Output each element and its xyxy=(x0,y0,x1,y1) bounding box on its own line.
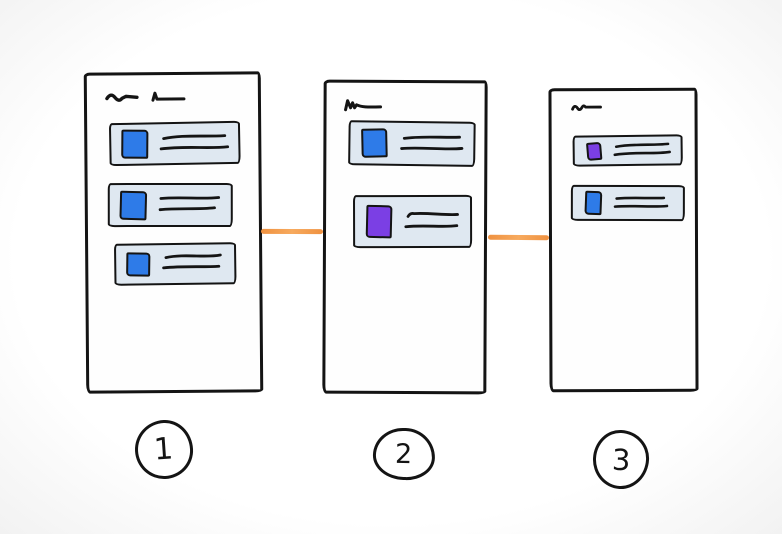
text-lines-scribble xyxy=(158,128,231,157)
step-number: 1 xyxy=(153,431,175,468)
thumbnail-square xyxy=(365,204,393,239)
thumbnail-square xyxy=(119,190,148,220)
text-lines-scribble xyxy=(612,139,673,162)
step-number: 3 xyxy=(611,442,631,477)
scribble-heading-icon xyxy=(151,91,186,102)
step-circle-1: 1 xyxy=(133,418,195,481)
list-item-card xyxy=(572,134,683,167)
step-circle-3: 3 xyxy=(591,428,651,491)
thumbnail-square xyxy=(126,252,151,277)
scribble-heading-icon xyxy=(571,104,602,112)
step-circle-2: 2 xyxy=(372,426,436,482)
screen-panel-2 xyxy=(322,79,488,395)
scribble-heading-icon xyxy=(105,93,139,102)
thumbnail-square xyxy=(121,129,149,159)
thumbnail-square xyxy=(584,190,603,216)
text-lines-scribble xyxy=(160,249,226,278)
header-scribbles xyxy=(343,98,385,114)
text-lines-scribble xyxy=(397,129,465,158)
list-item-card xyxy=(570,184,685,222)
thumbnail-square xyxy=(361,128,388,158)
flow-connector-1 xyxy=(260,228,324,235)
flow-connector-2 xyxy=(487,234,550,241)
screen-panel-1 xyxy=(83,71,264,394)
list-item-card xyxy=(107,182,233,228)
text-lines-scribble xyxy=(157,191,223,219)
text-lines-scribble xyxy=(402,207,462,235)
list-item-card xyxy=(113,242,237,286)
screen-panel-3 xyxy=(548,87,699,393)
scribble-heading-icon xyxy=(344,99,383,112)
step-number: 2 xyxy=(395,438,413,470)
list-item-card xyxy=(352,194,473,249)
thumbnail-square xyxy=(585,141,603,161)
header-scribbles xyxy=(104,90,187,105)
header-scribbles xyxy=(570,102,604,115)
list-item-card xyxy=(108,120,241,167)
text-lines-scribble xyxy=(612,192,675,214)
list-item-card xyxy=(348,120,476,167)
